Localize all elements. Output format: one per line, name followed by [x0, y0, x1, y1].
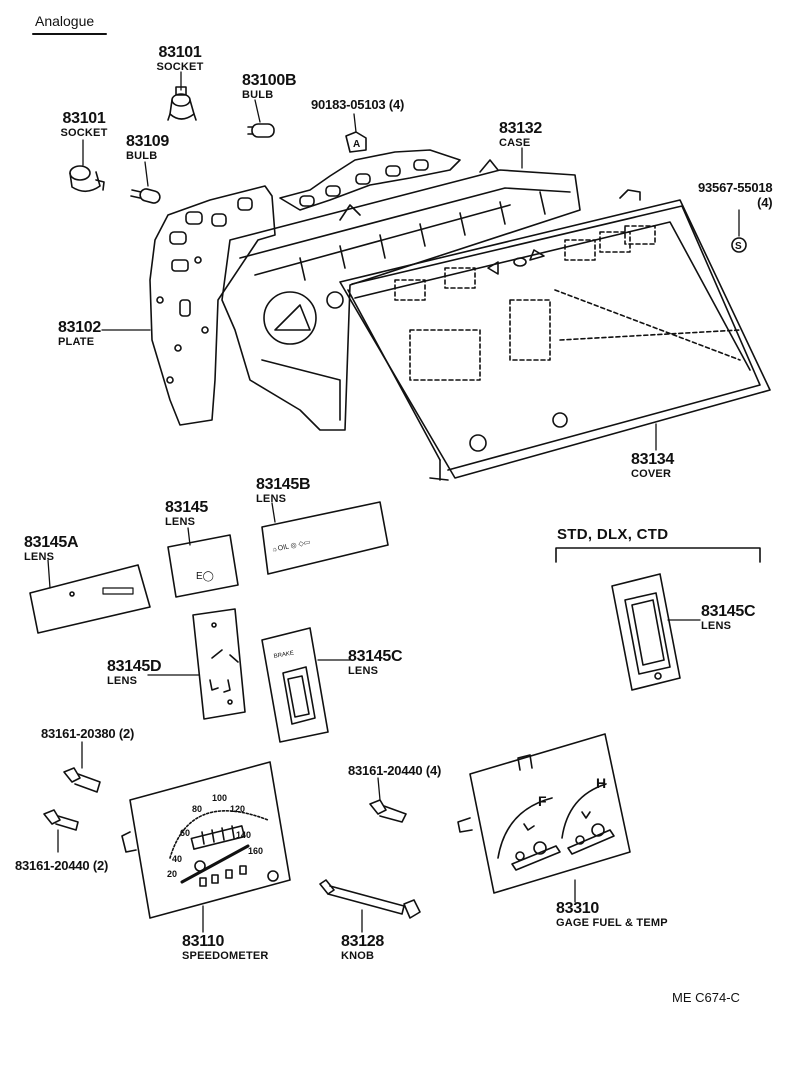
part-number: 83100B [242, 72, 297, 89]
label-gauge: 83310 GAGE FUEL & TEMP [556, 901, 668, 929]
svg-text:E◯: E◯ [196, 571, 214, 582]
label-lens: 83145 LENS [165, 500, 208, 528]
gauge-letter-temp: H [596, 775, 606, 791]
gauge-drawing [457, 733, 631, 894]
part-name: LENS [107, 675, 138, 687]
label-screw-s: 93567-55018 (4) [698, 180, 773, 210]
part-number: 83132 [499, 120, 542, 137]
part-number: 83145C [701, 603, 756, 620]
screw-s-icon: S [731, 237, 747, 253]
part-number: 83102 [58, 319, 101, 336]
part-name: GAGE FUEL & TEMP [556, 917, 668, 929]
screw-mid-drawing [369, 799, 407, 823]
part-name: CASE [499, 137, 531, 149]
speedo-number: 40 [172, 854, 182, 864]
speedo-number: 100 [212, 793, 227, 803]
svg-text:BRAKE: BRAKE [273, 651, 294, 660]
leader-lines [47, 71, 740, 933]
label-knob: 83128 KNOB [341, 934, 384, 962]
plate-drawing [149, 149, 461, 426]
socket-left-drawing [69, 165, 105, 193]
speedo-number: 20 [167, 869, 177, 879]
part-number: 83145 [165, 499, 208, 516]
part-name: LENS [165, 516, 196, 528]
lens-a-drawing [29, 564, 151, 634]
knob-drawing [319, 879, 421, 919]
part-name: BULB [126, 150, 158, 162]
part-name: COVER [631, 468, 672, 480]
part-number: 93567-55018 [698, 180, 773, 195]
part-name: PLATE [58, 336, 95, 348]
label-clip: 90183-05103 (4) [311, 97, 405, 112]
speedo-number: 120 [230, 804, 245, 814]
lens-c-right-drawing [611, 573, 681, 691]
svg-text:A: A [353, 139, 360, 150]
part-name: SOCKET [156, 61, 204, 73]
screw-top-drawing [63, 767, 101, 793]
page-title: Analogue [35, 13, 95, 29]
label-bulb-left: 83109 BULB [126, 134, 169, 162]
part-name: LENS [701, 620, 732, 632]
label-lens-b: 83145B LENS [256, 476, 311, 505]
speedometer-drawing [121, 761, 291, 919]
part-number: 83109 [126, 133, 169, 150]
bulb-top-drawing [247, 123, 275, 138]
label-screw-mid: 83161-20440 (4) [348, 763, 442, 778]
lens-drawing: E◯ [167, 534, 239, 598]
part-number: 83101 [62, 110, 106, 127]
lens-b-drawing: ☼OIL ◎ ◇▭ [261, 501, 389, 575]
label-lens-a: 83145A LENS [24, 534, 79, 563]
lens-c-mid-drawing: BRAKE [261, 627, 329, 743]
variant-bracket [555, 547, 761, 563]
part-name: LENS [256, 493, 287, 505]
label-lens-c-mid: 83145C LENS [348, 648, 403, 677]
label-screw-top: 83161-20380 (2) [41, 726, 135, 741]
part-number: 83145A [24, 534, 79, 551]
label-socket-top: 83101 SOCKET [148, 45, 212, 73]
part-number: 83310 [556, 900, 599, 917]
clip-drawing: A [345, 131, 367, 153]
part-name: LENS [348, 665, 379, 677]
bulb-left-drawing [130, 188, 161, 204]
label-speedometer: 83110 SPEEDOMETER [182, 934, 269, 962]
label-screw-bottom: 83161-20440 (2) [15, 858, 109, 873]
lens-d-drawing [192, 608, 246, 720]
screw-bottom-drawing [43, 809, 79, 831]
part-number: 83134 [631, 451, 674, 468]
case-drawing [221, 159, 581, 431]
label-plate: 83102 PLATE [58, 320, 101, 348]
part-number: 83145D [107, 658, 162, 675]
part-number: 83101 [158, 44, 202, 61]
variant-note: STD, DLX, CTD [557, 526, 669, 543]
label-cover: 83134 COVER [631, 452, 674, 480]
speedo-numbers: 20 40 60 80 100 120 140 160 [167, 793, 263, 879]
part-number: 83128 [341, 933, 384, 950]
part-name: BULB [242, 89, 274, 101]
svg-text:☼OIL ◎ ◇▭: ☼OIL ◎ ◇▭ [271, 539, 311, 554]
speedo-number: 60 [180, 828, 190, 838]
label-case: 83132 CASE [499, 121, 542, 149]
speedo-number: 160 [248, 846, 263, 856]
svg-text:S: S [735, 241, 742, 252]
reference-code: ME C674-C [672, 990, 740, 1005]
label-bulb-top: 83100B BULB [242, 72, 297, 101]
cover-drawing [339, 189, 771, 481]
socket-top-drawing [167, 86, 197, 121]
label-lens-c-right: 83145C LENS [701, 603, 756, 632]
part-number: 83110 [182, 933, 225, 950]
label-lens-d: 83145D LENS [107, 658, 162, 687]
part-name: SPEEDOMETER [182, 950, 269, 962]
speedo-number: 80 [192, 804, 202, 814]
part-qty: (4) [757, 195, 773, 210]
speedo-number: 140 [236, 830, 251, 840]
part-name: LENS [24, 551, 55, 563]
part-name: KNOB [341, 950, 375, 962]
part-number: 83145C [348, 648, 403, 665]
gauge-letter-fuel: F [538, 793, 547, 809]
part-name: SOCKET [60, 127, 108, 139]
part-number: 83145B [256, 476, 311, 493]
label-socket-left: 83101 SOCKET [52, 111, 116, 139]
